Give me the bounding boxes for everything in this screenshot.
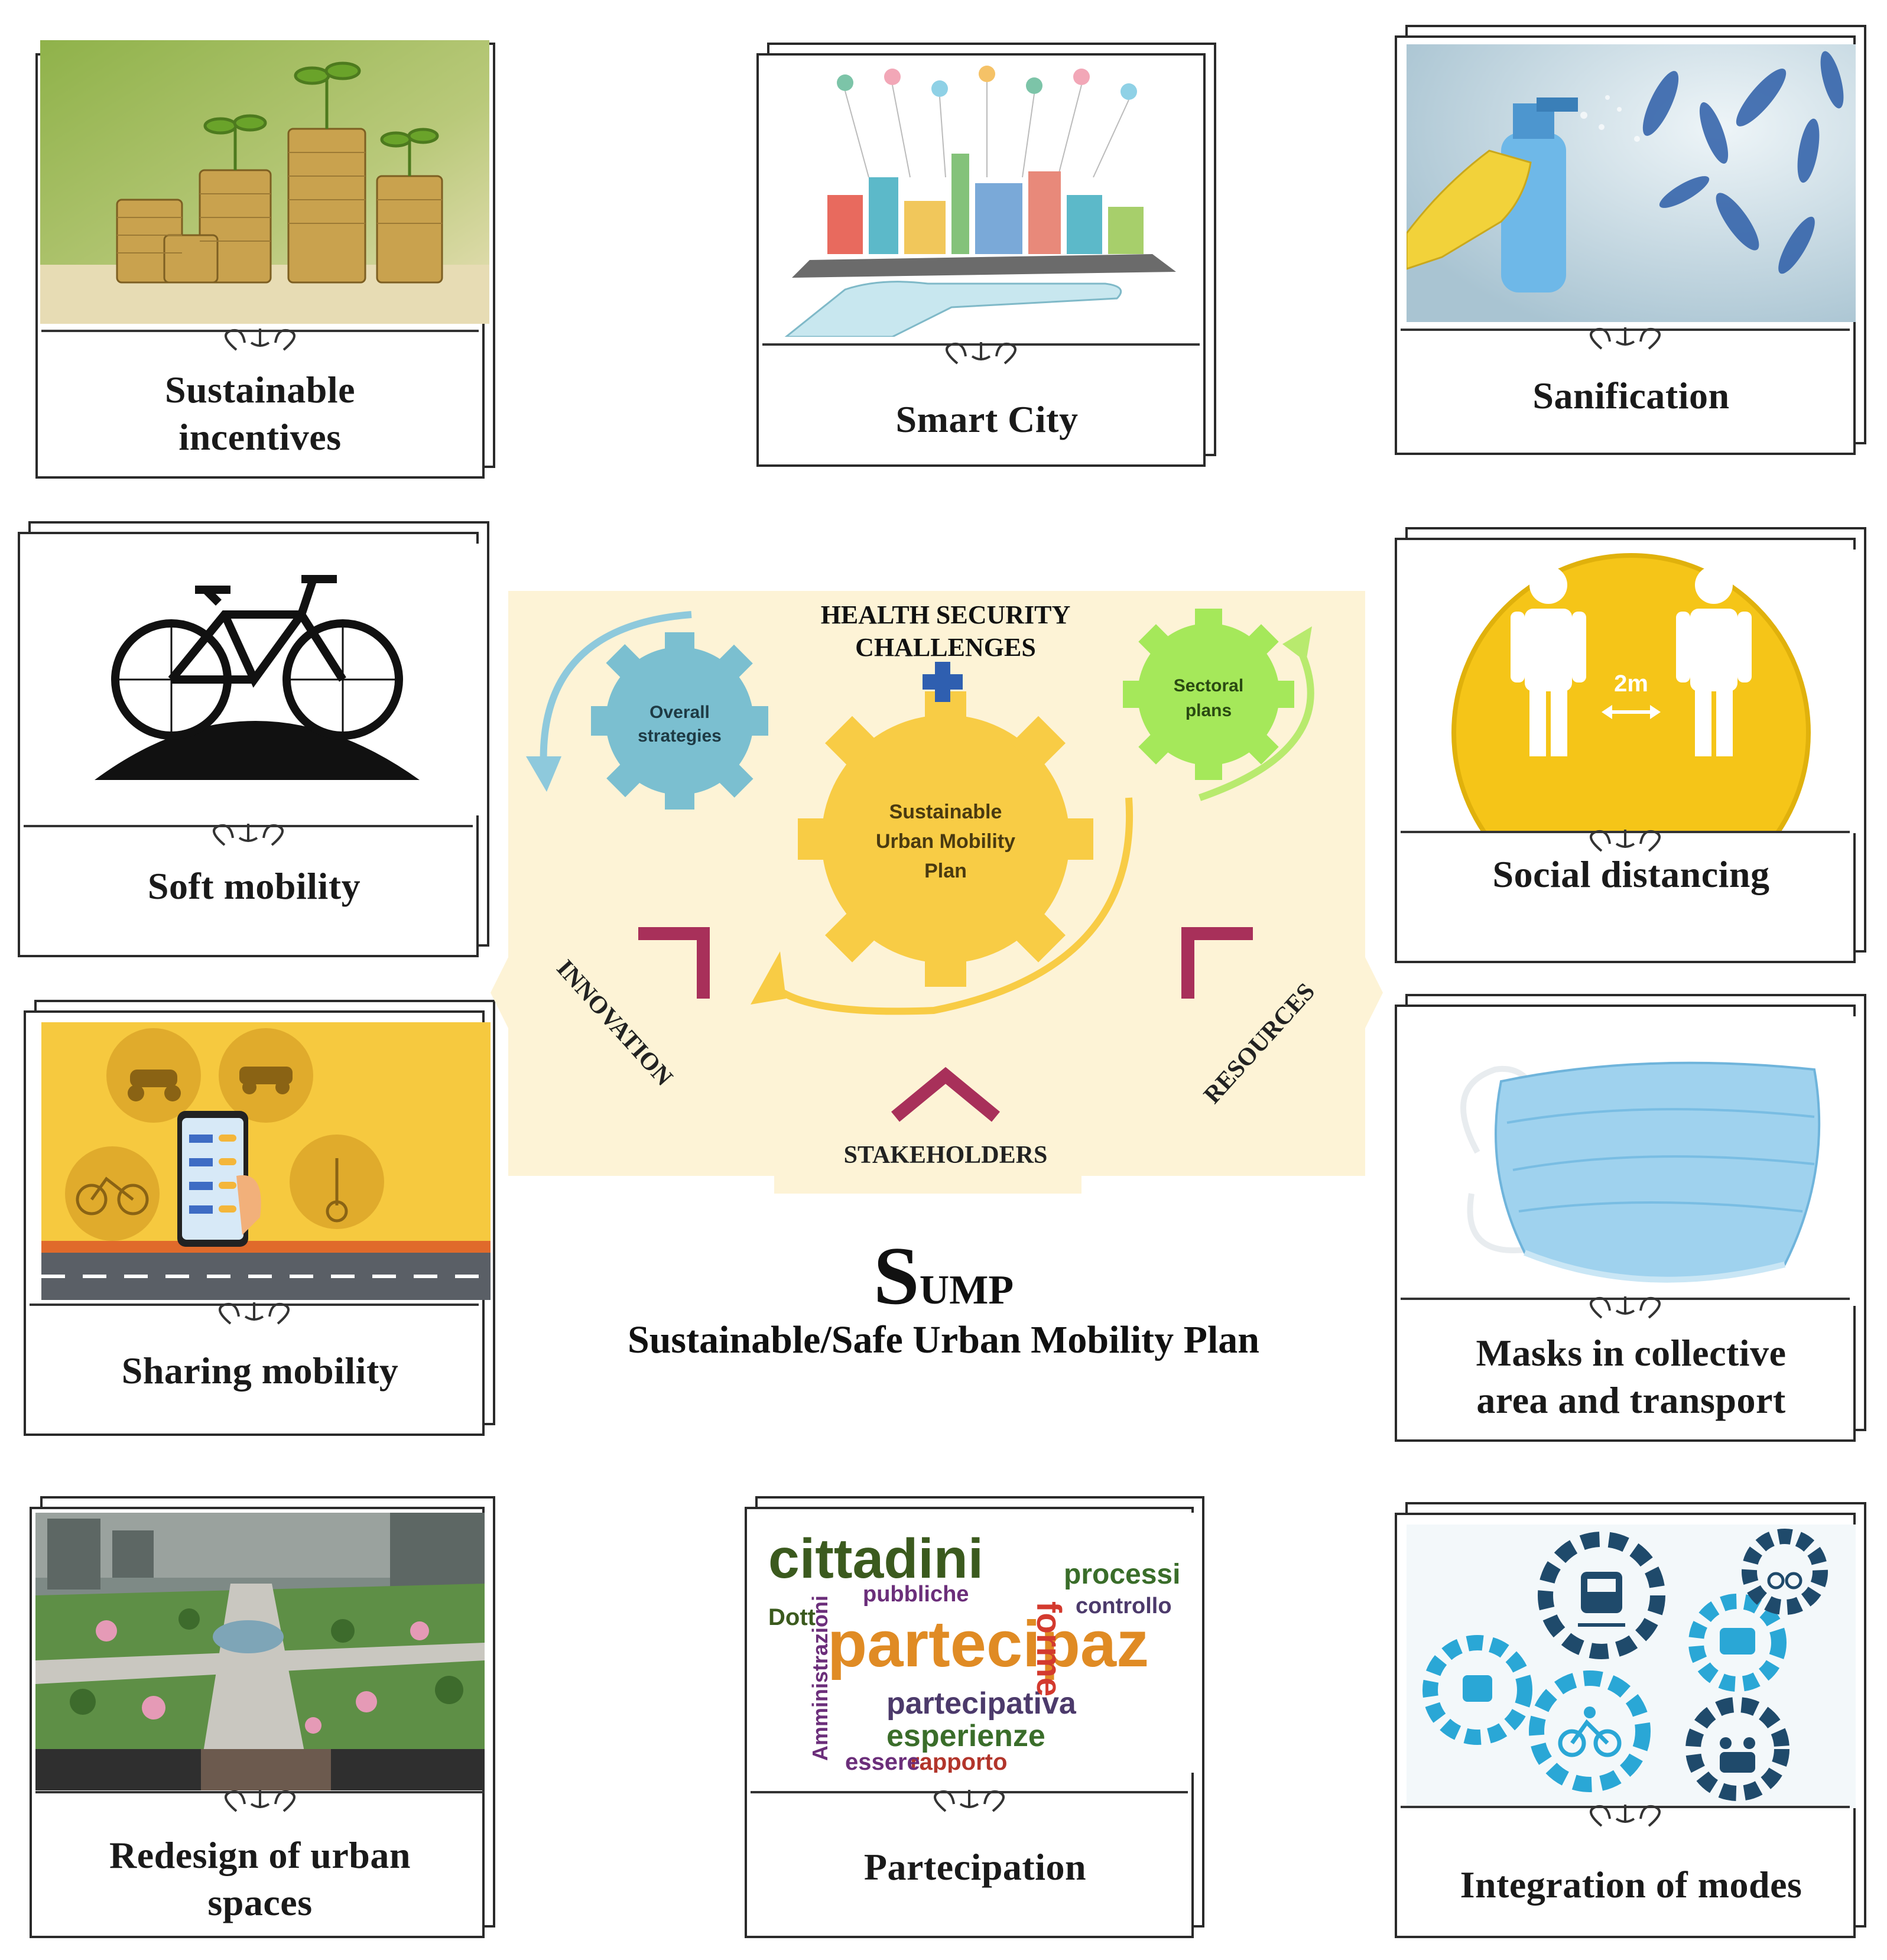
ornament-divider (762, 340, 1200, 375)
distance-text: 2m (1614, 671, 1648, 697)
card-label: Redesign of urban spaces (109, 1834, 411, 1923)
card-sharing-mobility: Sharing mobility (18, 999, 502, 1448)
card-label: Soft mobility (147, 865, 361, 907)
word-cloud-word: Dott (768, 1604, 816, 1630)
card-sustainable-incentives: Sustainable incentives (24, 35, 496, 485)
smart-city-image (774, 59, 1188, 337)
green-cycle-arrow (1199, 636, 1314, 801)
word-cloud-word: forme (1029, 1601, 1068, 1696)
word-cloud-word: Amministrazioni (808, 1595, 832, 1761)
ornament-divider (1401, 827, 1850, 863)
card-soft-mobility: Soft mobility (12, 520, 496, 969)
sump-subtitle: Sustainable/Safe Urban Mobility Plan (628, 1318, 1259, 1361)
ornament-divider (751, 1787, 1188, 1823)
innovation-chevron (638, 927, 710, 999)
sump-cycle-diagram: Overall strategies Sustainable Urban Mob… (491, 591, 1383, 1194)
yellow-cycle-arrow (765, 797, 1134, 1015)
word-cloud-image: cittadini partecipaz partecipativa esper… (756, 1513, 1194, 1773)
blue-arrow-head (526, 756, 561, 792)
stakeholders-label: STAKEHOLDERS (844, 1142, 1048, 1169)
card-label: Integration of modes (1460, 1864, 1802, 1906)
word-cloud-word: esperienze (886, 1719, 1045, 1753)
card-label: Sanification (1532, 375, 1730, 417)
gear-sump-label-3: Plan (924, 860, 967, 882)
word-cloud-word: processi (1064, 1559, 1180, 1590)
card-sanification: Sanification (1389, 18, 1873, 467)
gear-overall-label-1: Overall (649, 703, 710, 722)
gear-overall-label-2: strategies (638, 726, 722, 746)
bicycle-image (30, 544, 479, 815)
card-integration: Integration of modes (1389, 1501, 1873, 1950)
word-cloud-word: rapporto (910, 1749, 1007, 1773)
card-smart-city: Smart City (751, 41, 1223, 479)
card-label: Masks in collective area and transport (1476, 1332, 1787, 1421)
gear-overall-strategies: Overall strategies (591, 632, 768, 810)
blue-cycle-arrow (540, 611, 692, 769)
green-arrow-head (1282, 626, 1312, 662)
health-security-label-2: CHALLENGES (855, 633, 1036, 662)
face-mask-image (1407, 1016, 1856, 1306)
card-label: Social distancing (1492, 853, 1770, 895)
ornament-divider (1401, 325, 1850, 360)
sump-title-rest: UMP (919, 1267, 1014, 1313)
gear-sump: Sustainable Urban Mobility Plan (798, 691, 1093, 987)
word-cloud-word: partecipativa (886, 1686, 1077, 1721)
card-participation: cittadini partecipaz partecipativa esper… (733, 1489, 1217, 1950)
ornament-divider (41, 326, 479, 362)
yellow-arrow-head (751, 951, 786, 1005)
gear-sectoral-label-2: plans (1186, 701, 1232, 720)
card-redesign: Redesign of urban spaces (24, 1489, 496, 1950)
ornament-divider (1401, 1294, 1850, 1330)
integration-gears-image (1407, 1525, 1856, 1808)
word-cloud-word: cittadini (768, 1527, 983, 1590)
gear-sectoral-label-1: Sectoral (1174, 676, 1243, 695)
ornament-divider (35, 1787, 485, 1823)
word-cloud-word: controllo (1076, 1594, 1172, 1618)
gear-sump-label-2: Urban Mobility (876, 830, 1015, 853)
coins-plant-image (40, 40, 489, 324)
ornament-divider (30, 1300, 479, 1335)
gear-sectoral-plans: Sectoral plans (1123, 609, 1294, 780)
sanification-spray-image (1407, 44, 1856, 322)
ornament-divider (24, 821, 473, 857)
card-label: Sharing mobility (121, 1350, 399, 1392)
sump-title: SUMP (0, 1232, 1887, 1335)
word-cloud-word: partecipaz (827, 1608, 1149, 1681)
sharing-mobility-image (41, 1022, 491, 1300)
stakeholders-chevron (891, 1067, 1000, 1122)
card-label: Sustainable incentives (164, 369, 356, 458)
health-security-label-1: HEALTH SECURITY (821, 600, 1071, 629)
ornament-divider (1401, 1802, 1850, 1838)
word-cloud-word: pubbliche (863, 1582, 969, 1607)
gear-sump-label-1: Sustainable (889, 801, 1002, 823)
social-distancing-sign-image: 2m (1407, 550, 1856, 833)
sump-title-first: S (873, 1230, 920, 1322)
urban-spaces-image (35, 1513, 485, 1790)
resources-chevron (1181, 927, 1253, 999)
card-masks: Masks in collective area and transport (1389, 993, 1873, 1454)
word-cloud-word: essere (845, 1749, 920, 1773)
card-label: Smart City (895, 398, 1079, 440)
card-social-distancing: 2m Social distancing (1389, 526, 1873, 975)
card-label: Partecipation (863, 1846, 1087, 1888)
plus-icon (923, 662, 963, 702)
